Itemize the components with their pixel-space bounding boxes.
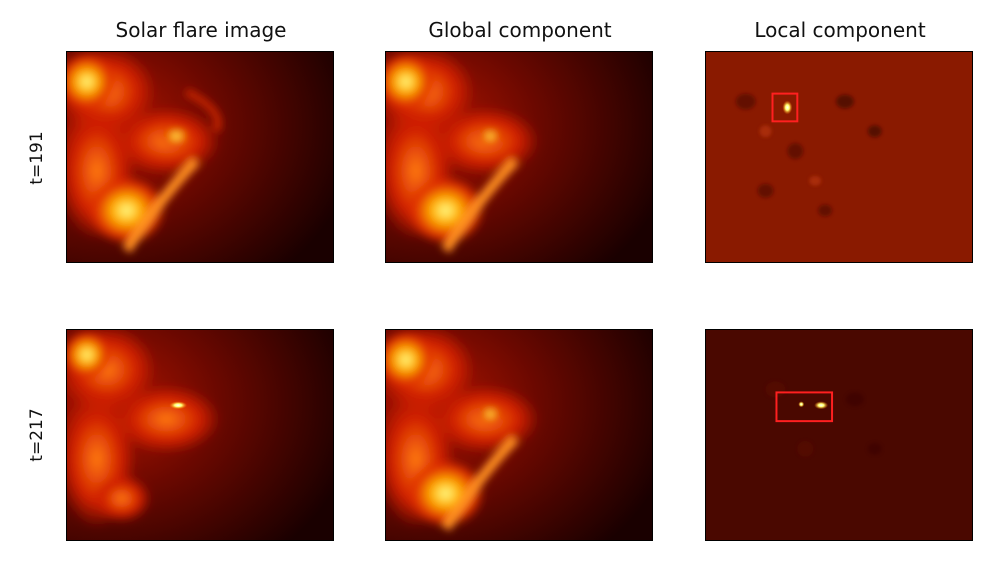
solar-flare-image bbox=[67, 330, 333, 540]
global-component-image bbox=[386, 330, 652, 540]
highlight-box bbox=[771, 92, 799, 123]
global-component-image bbox=[386, 52, 652, 262]
panel-local-t217 bbox=[705, 329, 973, 541]
local-component-image bbox=[706, 330, 972, 540]
row-label-t217: t=217 bbox=[27, 408, 47, 462]
column-title-global-component: Global component bbox=[428, 18, 612, 42]
row-label-t191: t=191 bbox=[27, 131, 47, 185]
panel-solar-flare-t191 bbox=[66, 51, 334, 263]
solar-flare-image bbox=[67, 52, 333, 262]
local-component-image bbox=[706, 52, 972, 262]
panel-global-t191 bbox=[385, 51, 653, 263]
column-title-local-component: Local component bbox=[754, 18, 926, 42]
panel-solar-flare-t217 bbox=[66, 329, 334, 541]
column-title-solar-flare-image: Solar flare image bbox=[115, 18, 287, 42]
panel-local-t191 bbox=[705, 51, 973, 263]
highlight-box bbox=[775, 391, 834, 423]
panel-global-t217 bbox=[385, 329, 653, 541]
